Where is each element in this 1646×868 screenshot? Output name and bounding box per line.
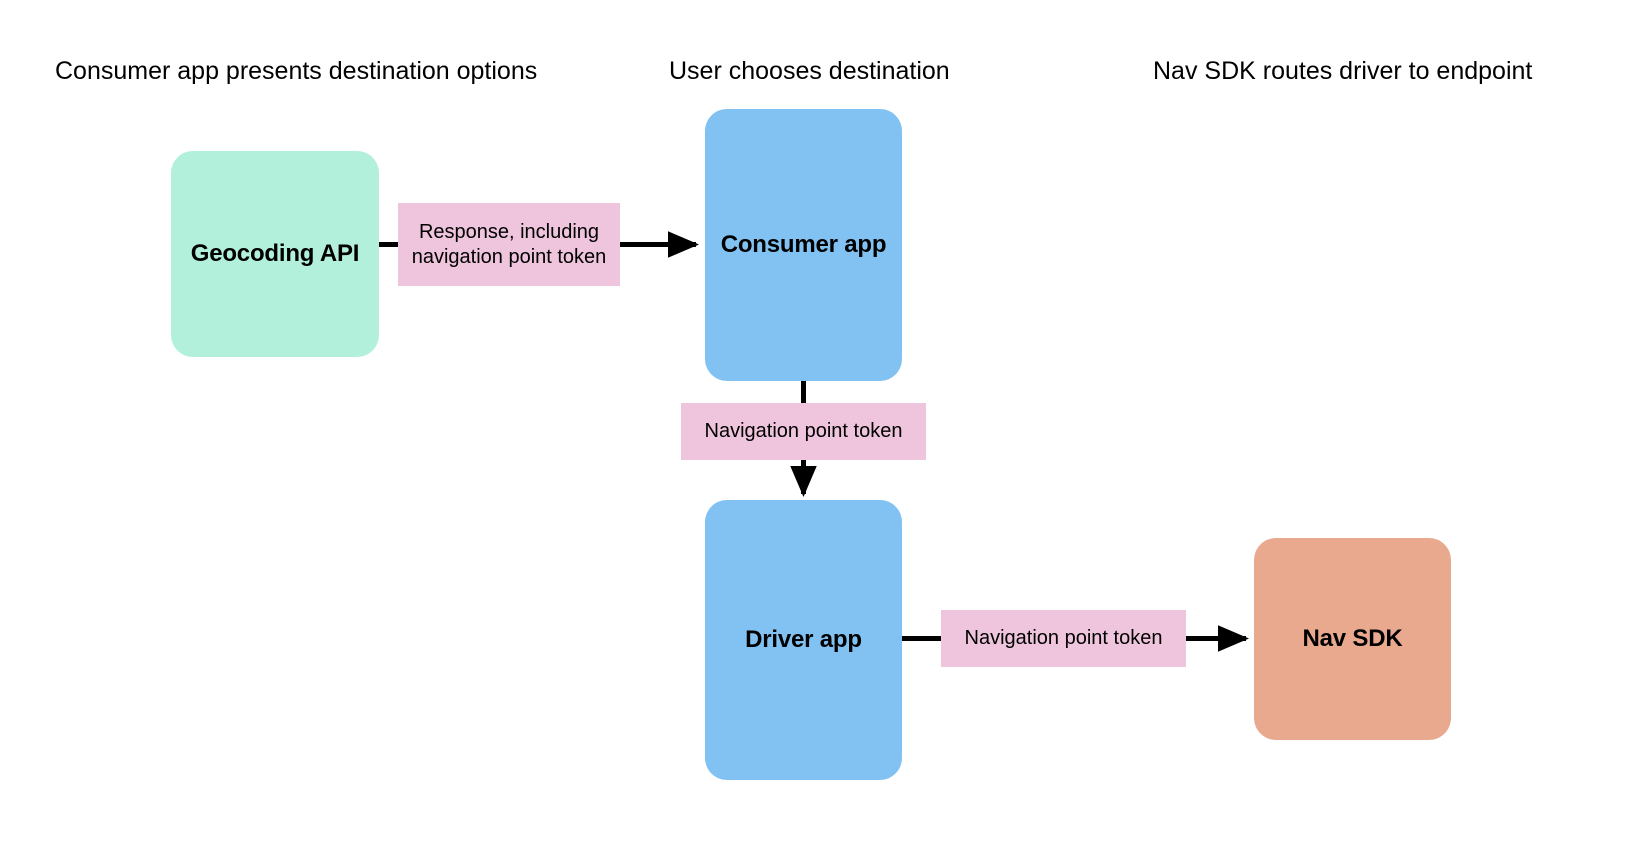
node-nav-sdk-label: Nav SDK — [1302, 625, 1403, 652]
node-driver-app[interactable]: Driver app — [705, 500, 902, 780]
column-header-user-chooses: User chooses destination — [669, 57, 950, 85]
node-geocoding-api-label: Geocoding API — [190, 240, 360, 267]
column-header-consumer-app: Consumer app presents destination option… — [55, 57, 538, 85]
edge-label-response-text: Response, including navigation point tok… — [411, 220, 607, 268]
edge-label-response-including-nav-point-token: Response, including navigation point tok… — [398, 203, 620, 286]
edge-label-navtoken-1-text: Navigation point token — [704, 420, 903, 442]
node-nav-sdk[interactable]: Nav SDK — [1254, 538, 1451, 740]
edge-label-navigation-point-token-driver-navsdk: Navigation point token — [941, 610, 1186, 667]
node-driver-app-label: Driver app — [745, 626, 862, 653]
node-consumer-app[interactable]: Consumer app — [705, 109, 902, 381]
edge-label-navtoken-2-text: Navigation point token — [964, 627, 1163, 649]
column-header-nav-sdk-routes: Nav SDK routes driver to endpoint — [1153, 57, 1533, 85]
edge-label-navigation-point-token-consumer-driver: Navigation point token — [681, 403, 926, 460]
node-consumer-app-label: Consumer app — [720, 231, 887, 258]
node-geocoding-api[interactable]: Geocoding API — [171, 151, 379, 357]
